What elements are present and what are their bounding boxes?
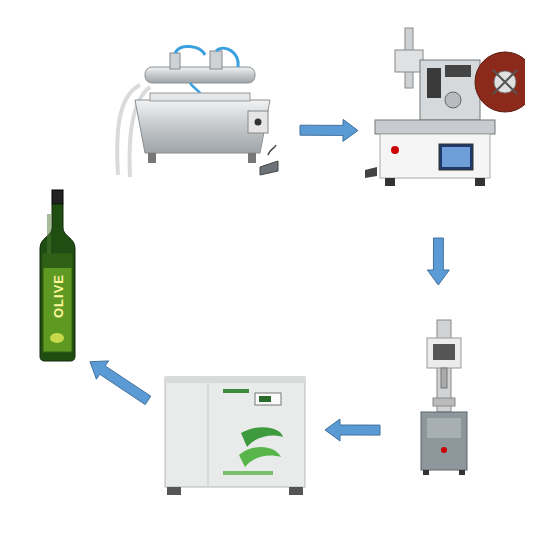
machine-box bbox=[415, 318, 473, 476]
machine-box bbox=[365, 20, 525, 190]
product-box: OLIVE bbox=[35, 188, 80, 362]
flow-arrow bbox=[427, 238, 449, 285]
flow-arrow bbox=[325, 419, 380, 441]
air-compressor bbox=[163, 375, 308, 497]
labeling-machine bbox=[365, 20, 525, 190]
flow-arrow bbox=[300, 119, 358, 141]
filling-machine bbox=[110, 45, 280, 180]
node-text: OLIVE bbox=[50, 274, 65, 318]
machine-box bbox=[110, 45, 280, 180]
machine-box bbox=[163, 375, 308, 497]
flow-arrow bbox=[90, 361, 151, 405]
capping-machine bbox=[415, 318, 473, 476]
